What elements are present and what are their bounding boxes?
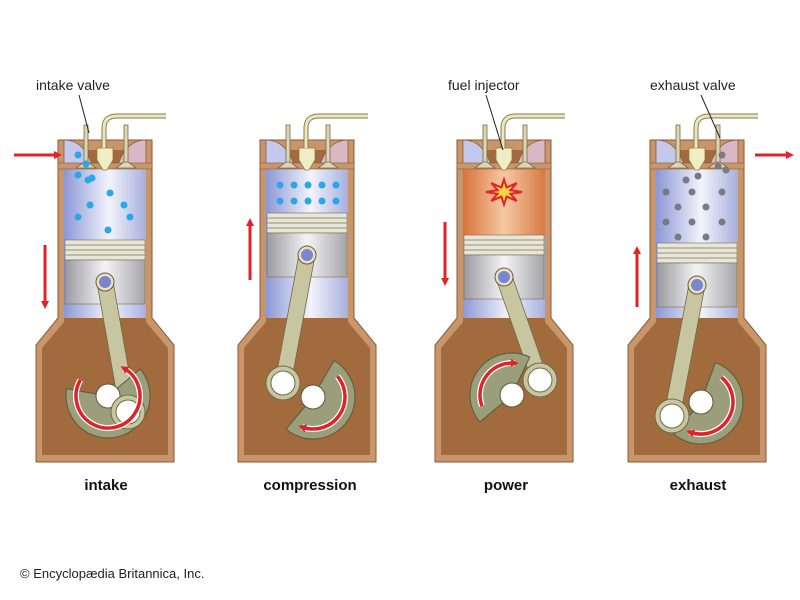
engine-exhaust	[627, 113, 794, 463]
air-molecule	[318, 197, 326, 205]
exhaust-particle	[702, 233, 710, 241]
exhaust-particle	[694, 172, 702, 180]
rotation-arrow-icon	[478, 358, 519, 407]
crankshaft-axle	[300, 384, 326, 410]
fuel-line-inner	[102, 114, 166, 148]
callout-intake-valve: intake valve	[36, 77, 110, 93]
exhaust-particle	[674, 203, 682, 211]
air-molecule	[126, 213, 134, 221]
stage-label-power: power	[484, 477, 528, 494]
crankshaft-axle	[688, 389, 714, 415]
rotation-arrow-icon	[298, 375, 347, 433]
intake-valve-stem	[285, 124, 291, 166]
callout-leader-fuel-injector	[485, 94, 504, 151]
air-molecule	[304, 197, 312, 205]
engine-compression	[237, 113, 377, 463]
air-molecule	[332, 181, 340, 189]
fuel-injector	[495, 147, 513, 171]
copyright-credit: © Encyclopædia Britannica, Inc.	[20, 566, 205, 581]
air-molecule	[106, 189, 114, 197]
air-molecule	[74, 213, 82, 221]
air-molecule	[104, 226, 112, 234]
combustion-chamber	[64, 168, 146, 240]
crank-counterweight	[469, 352, 531, 423]
crank-pin	[270, 370, 296, 396]
stage-label-compression: compression	[263, 477, 356, 494]
air-molecule	[290, 197, 298, 205]
fuel-line-inner	[501, 114, 565, 148]
exhaust-particle	[674, 233, 682, 241]
intake-valve-stem	[83, 124, 89, 166]
exhaust-particle	[662, 188, 670, 196]
wrist-pin-center	[99, 276, 111, 288]
wrist-pin-center	[301, 249, 313, 261]
exhaust-valve-stem	[522, 124, 528, 166]
crank-pin	[659, 403, 685, 429]
air-molecule	[120, 201, 128, 209]
air-molecule	[276, 181, 284, 189]
crankshaft-axle	[499, 382, 525, 408]
intake-valve-head	[276, 161, 300, 169]
air-molecule	[332, 197, 340, 205]
exhaust-particle	[662, 218, 670, 226]
exhaust-particle	[718, 188, 726, 196]
callout-leader-intake	[78, 94, 90, 134]
exhaust-particle	[688, 188, 696, 196]
intake-valve-head	[473, 161, 497, 169]
intake-valve-stem	[482, 124, 488, 166]
exhaust-valve-head	[316, 161, 340, 169]
fuel-injector	[96, 147, 114, 171]
crank-pin	[527, 367, 553, 393]
stage-label-exhaust: exhaust	[670, 477, 727, 494]
rotation-arrow-icon	[74, 366, 142, 430]
fuel-injector	[688, 147, 706, 171]
exhaust-valve-stem	[325, 124, 331, 166]
exhaust-particle	[688, 218, 696, 226]
air-molecule	[304, 181, 312, 189]
exhaust-particle	[714, 162, 722, 170]
air-molecule	[74, 151, 82, 159]
combustion-chamber	[266, 168, 348, 213]
exhaust-valve-stem	[123, 124, 129, 166]
rotation-arrow-icon	[686, 376, 735, 438]
wrist-pin-center	[691, 279, 703, 291]
air-molecule	[74, 171, 82, 179]
air-molecule	[84, 176, 92, 184]
intake-valve-head	[666, 161, 690, 169]
exhaust-valve-head	[114, 161, 138, 169]
exhaust-particle	[702, 203, 710, 211]
fuel-line-inner	[304, 114, 368, 148]
intake-valve-stem	[675, 124, 681, 166]
callout-exhaust-valve: exhaust valve	[650, 77, 736, 93]
engine-intake	[14, 113, 175, 463]
air-molecule	[82, 160, 90, 168]
callout-leader-exhaust	[700, 94, 721, 139]
fuel-line-inner	[694, 114, 758, 148]
combustion-burst-icon	[485, 176, 523, 208]
exhaust-particle	[718, 151, 726, 159]
air-molecule	[290, 181, 298, 189]
air-molecule	[276, 197, 284, 205]
stage-label-intake: intake	[84, 477, 127, 494]
exhaust-valve-head	[513, 161, 537, 169]
callout-fuel-injector: fuel injector	[448, 77, 520, 93]
exhaust-particle	[722, 166, 730, 174]
wrist-pin-center	[498, 271, 510, 283]
engine-power	[434, 113, 574, 463]
fuel-injector	[298, 147, 316, 171]
exhaust-particle	[682, 176, 690, 184]
combustion-chamber	[656, 168, 738, 243]
exhaust-particle	[718, 218, 726, 226]
air-molecule	[86, 201, 94, 209]
air-molecule	[318, 181, 326, 189]
